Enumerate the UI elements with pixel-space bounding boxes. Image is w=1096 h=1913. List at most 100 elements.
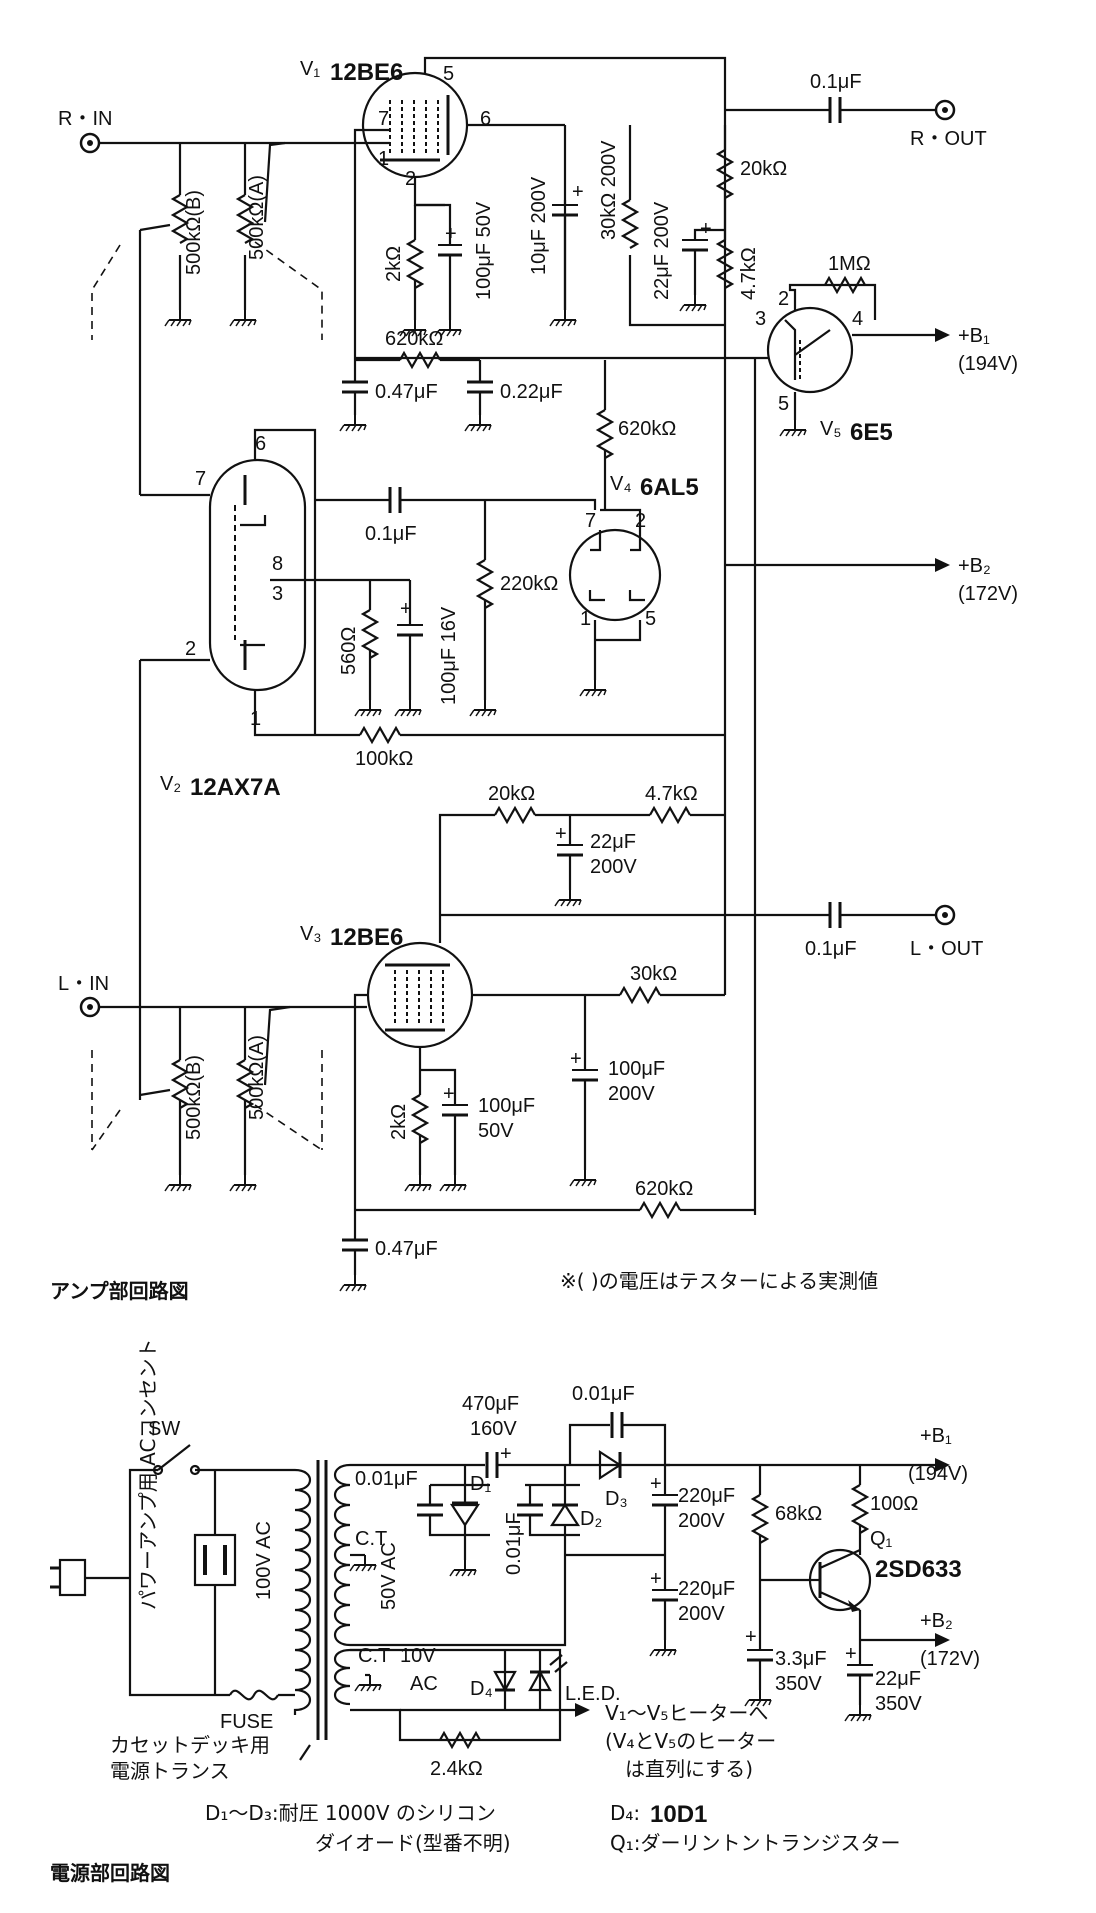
psu-note-d4: 10D1 xyxy=(650,1801,707,1828)
amp-section: R・IN 500kΩ(B) 500kΩ(A) V₁ 12BE6 5 7 xyxy=(50,56,1018,1303)
psu-c220-1-label: 220μF xyxy=(678,1485,735,1507)
l-c100-label: 100μF xyxy=(608,1058,665,1080)
r-out-terminal xyxy=(934,99,956,121)
svg-text:5: 5 xyxy=(645,608,656,630)
amp-c047-1-label: 0.47μF xyxy=(375,381,438,403)
v3-type: 12BE6 xyxy=(330,924,403,951)
v2-r100k-label: 100kΩ xyxy=(355,748,413,770)
r-in-label: R・IN xyxy=(58,108,112,130)
v1-ref: V₁ xyxy=(300,58,320,80)
svg-text:1: 1 xyxy=(580,608,591,630)
amp-r620k-1-label: 620kΩ xyxy=(385,328,443,350)
fuse-symbol xyxy=(229,1689,279,1701)
svg-text:3: 3 xyxy=(755,308,766,330)
amp-note: ※( )の電圧はテスターによる実測値 xyxy=(560,1269,878,1293)
psu-r100-label: 100Ω xyxy=(870,1493,918,1515)
v4-ref: V₄ xyxy=(610,473,632,495)
psu-led-label: L.E.D. xyxy=(565,1683,621,1705)
v1-grids xyxy=(380,95,450,162)
l-out-cap-label: 0.1μF xyxy=(805,938,857,960)
v1-rk-label: 2kΩ xyxy=(383,246,405,282)
r-in-terminal xyxy=(79,132,101,154)
svg-text:8: 8 xyxy=(272,553,283,575)
svg-text:2: 2 xyxy=(185,638,196,660)
pot-a-r-resistor xyxy=(235,194,255,244)
psu-note-d: D₁〜D₃:耐圧 1000V のシリコン xyxy=(205,1801,496,1825)
svg-text:6: 6 xyxy=(255,433,266,455)
amp-b1-label: +B₁ xyxy=(958,325,990,347)
v2-type: 12AX7A xyxy=(190,774,281,801)
v2-ref: V₂ xyxy=(160,773,181,795)
amp-section-title: アンプ部回路図 xyxy=(50,1279,189,1303)
pot-a-l-label: 500kΩ(A) xyxy=(246,1035,268,1120)
amp-b2-label: +B₂ xyxy=(958,555,991,577)
psu-outlet-label: パワーアンプ用 ACコンセント xyxy=(136,1339,160,1610)
psu-50vac-label: 50V AC xyxy=(378,1542,400,1610)
psu-c22-label: 22μF xyxy=(875,1668,921,1690)
amp-b1-v: (194V) xyxy=(958,353,1018,375)
v3-grids xyxy=(385,963,450,1032)
psu-outlet-symbol xyxy=(193,1533,237,1587)
svg-text:2: 2 xyxy=(778,288,789,310)
svg-text:7: 7 xyxy=(378,108,389,130)
psu-heater-label3: は直列にする) xyxy=(625,1757,753,1781)
psu-c220-1-v: 200V xyxy=(678,1510,725,1532)
psu-b2-v: (172V) xyxy=(920,1648,980,1670)
amp-r620k-2-label: 620kΩ xyxy=(618,418,676,440)
pot-b-r-label: 500kΩ(B) xyxy=(183,190,205,275)
v1-r47k-label: 4.7kΩ xyxy=(738,247,760,300)
psu-heater-label: V₁〜V₅ヒーターへ xyxy=(605,1701,768,1725)
svg-text:+: + xyxy=(572,181,584,203)
svg-text:7: 7 xyxy=(585,510,596,532)
v4-type: 6AL5 xyxy=(640,474,699,501)
v2-c100-label: 100μF 16V xyxy=(438,606,460,705)
l-ck-label: 100μF xyxy=(478,1095,535,1117)
psu-10v-label: 10V xyxy=(400,1645,436,1667)
psu-c22-v: 350V xyxy=(875,1693,922,1715)
v2-r220k-label: 220kΩ xyxy=(500,573,558,595)
svg-text:+: + xyxy=(845,1643,857,1665)
psu-q1-type: 2SD633 xyxy=(875,1556,962,1583)
r-out-cap-label: 0.1μF xyxy=(810,71,862,93)
psu-heater-label2: (V₄とV₅のヒーター xyxy=(605,1729,776,1753)
psu-sw-label: SW xyxy=(148,1418,180,1440)
svg-text:7: 7 xyxy=(195,468,206,490)
svg-text:+: + xyxy=(400,598,412,620)
l-out-label: L・OUT xyxy=(910,938,983,960)
svg-text:+: + xyxy=(555,823,567,845)
psu-fuse-label: FUSE xyxy=(220,1711,273,1733)
psu-transformer-label2: 電源トランス xyxy=(110,1759,230,1783)
v2-c01-label: 0.1μF xyxy=(365,523,417,545)
svg-text:5: 5 xyxy=(778,393,789,415)
svg-text:+: + xyxy=(650,1473,662,1495)
v1-r30k-label: 30kΩ 200V xyxy=(598,140,620,240)
psu-100vac-label: 100V AC xyxy=(253,1521,275,1600)
svg-text:+: + xyxy=(700,218,712,240)
l-r47k-label: 4.7kΩ xyxy=(645,783,698,805)
l-r20k-label: 20kΩ xyxy=(488,783,535,805)
l-ck-v: 50V xyxy=(478,1120,514,1142)
transformer-primary xyxy=(293,1468,312,1715)
v1-type: 12BE6 xyxy=(330,59,403,86)
amp-b2-v: (172V) xyxy=(958,583,1018,605)
v5-r1m-label: 1MΩ xyxy=(828,253,871,275)
l-rk-label: 2kΩ xyxy=(388,1104,410,1140)
l-in-terminal xyxy=(79,996,101,1018)
psu-r24k-label: 2.4kΩ xyxy=(430,1758,483,1780)
l-out-terminal xyxy=(934,904,956,926)
psu-b1-v: (194V) xyxy=(908,1463,968,1485)
l-c22-label: 22μF xyxy=(590,831,636,853)
psu-c470-label: 470μF xyxy=(462,1393,519,1415)
psu-q1-ref: Q₁ xyxy=(870,1528,893,1550)
psu-r68k-label: 68kΩ xyxy=(775,1503,822,1525)
psu-c33-v: 350V xyxy=(775,1673,822,1695)
r-out-label: R・OUT xyxy=(910,128,987,150)
psu-c470-v: 160V xyxy=(470,1418,517,1440)
v5-tube xyxy=(766,306,854,394)
psu-c001-2-label: 0.01μF xyxy=(503,1512,525,1575)
svg-text:+: + xyxy=(443,1083,455,1105)
svg-text:+: + xyxy=(650,1568,662,1590)
svg-text:2: 2 xyxy=(405,168,416,190)
v5-ref: V₅ xyxy=(820,418,841,440)
